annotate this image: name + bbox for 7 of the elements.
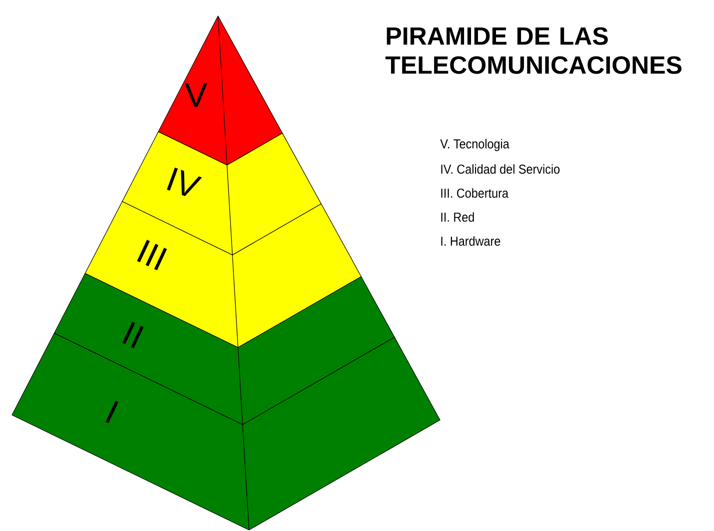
legend-item: II. Red (441, 212, 474, 222)
legend-item: III. Cobertura (441, 188, 508, 198)
legend-item: I. Hardware (441, 236, 500, 246)
legend-item: IV. Calidad del Servicio (441, 164, 560, 174)
legend-item: V. Tecnologia (440, 138, 510, 152)
pyramid-level: V (158, 16, 283, 166)
title: PIRAMIDE DE LAS TELECOMUNICACIONES (386, 27, 682, 74)
